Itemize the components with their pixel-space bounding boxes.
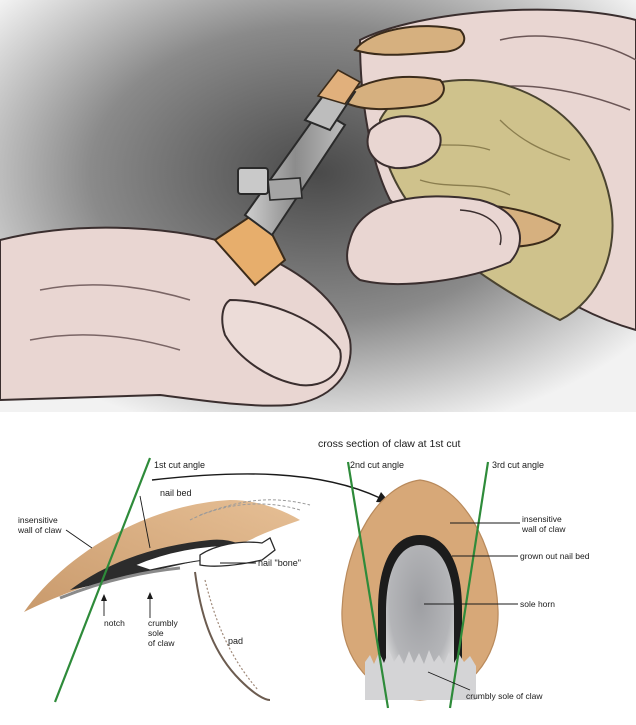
grown-out-nail-bed-label: grown out nail bed [520,551,590,561]
insensitive-wall-cross-label-2: wall of claw [521,524,566,534]
crumbly-label-2: sole [148,628,164,638]
nail-bone-label: nail "bone" [258,558,301,568]
insensitive-wall-side-label-2: wall of claw [17,525,62,535]
cross-section-title: cross section of claw at 1st cut [318,438,460,450]
pad-label: pad [228,636,243,646]
crumbly-sole-label: crumbly sole of claw [466,691,543,701]
claw-diagram: cross section of claw at 1st cut 1st cut… [0,412,636,720]
first-cut-label: 1st cut angle [154,460,205,470]
insensitive-wall-side-label-1: insensitive [18,515,58,525]
top-illustration [0,0,636,412]
third-cut-label: 3rd cut angle [492,460,544,470]
notch-label: notch [104,618,125,628]
crumbly-label-3: of claw [148,638,175,648]
clipper-screw [238,168,268,194]
crumbly-label-1: crumbly [148,618,179,628]
second-cut-label: 2nd cut angle [350,460,404,470]
sole-horn-label: sole horn [520,599,555,609]
nail-bed-label: nail bed [160,488,192,498]
insensitive-wall-cross-label-1: insensitive [522,514,562,524]
